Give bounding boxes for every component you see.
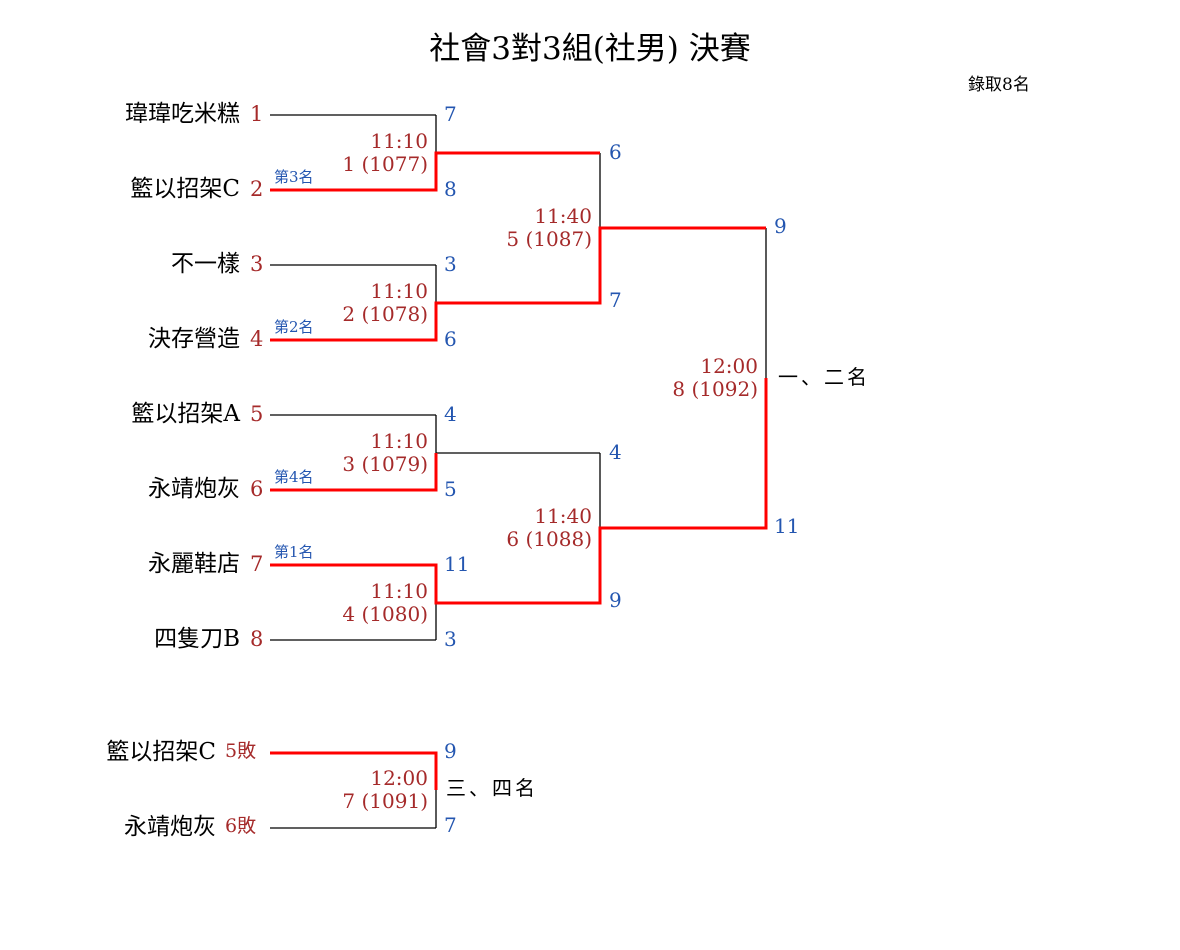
team-name: 籃以招架A: [131, 401, 240, 427]
team-name: 瑋瑋吃米糕: [125, 101, 240, 127]
team-name: 永靖炮灰: [148, 476, 240, 502]
match-id: 3 (1079): [342, 452, 428, 476]
score: 3: [444, 627, 457, 651]
team-seed: 6敗: [225, 815, 257, 837]
win-line-m4: [270, 378, 768, 605]
team-seed: 6: [250, 477, 264, 501]
win-line-m3: [270, 453, 438, 492]
score: 9: [444, 739, 457, 763]
team-seed: 7: [250, 552, 264, 576]
score: 5: [444, 477, 457, 501]
team-name: 不一樣: [171, 251, 240, 277]
score: 11: [444, 552, 470, 576]
team-seed: 5: [250, 402, 264, 426]
score: 11: [774, 514, 800, 538]
win-line-m1: [270, 151, 600, 192]
match-time: 11:10: [370, 129, 428, 153]
win-line-3rd: [270, 751, 438, 790]
page-title: 社會3對3組(社男) 決賽: [429, 31, 751, 67]
team-name: 四隻刀B: [154, 626, 240, 652]
match-id: 2 (1078): [342, 302, 428, 326]
score: 9: [774, 214, 787, 238]
qualify-note: 錄取8名: [968, 75, 1030, 95]
final-place-label: 一、二名: [778, 365, 870, 389]
third-place-label: 三、四名: [446, 776, 538, 800]
team-name: 籃以招架C: [106, 739, 216, 765]
score: 4: [444, 402, 457, 426]
match-time: 12:00: [370, 766, 428, 790]
team-name: 籃以招架C: [130, 176, 240, 202]
team-seed: 1: [250, 102, 264, 126]
score: 7: [609, 288, 622, 312]
match-time: 11:40: [534, 504, 592, 528]
score: 7: [444, 813, 457, 837]
score: 7: [444, 102, 457, 126]
score: 6: [609, 140, 622, 164]
match-id: 5 (1087): [506, 227, 592, 251]
match-time: 11:10: [370, 279, 428, 303]
score: 6: [444, 327, 457, 351]
win-line-m2: [270, 226, 766, 342]
match-time: 11:10: [370, 579, 428, 603]
score: 8: [444, 177, 457, 201]
team-name: 永麗鞋店: [148, 551, 240, 577]
score: 9: [609, 588, 622, 612]
match-time: 11:10: [370, 429, 428, 453]
match-id: 8 (1092): [672, 377, 758, 401]
score: 4: [609, 440, 622, 464]
team-seed: 4: [250, 327, 264, 351]
team-seed: 2: [250, 177, 264, 201]
team-name: 決存營造: [148, 326, 240, 352]
rank-tag: 第2名: [274, 318, 314, 336]
rank-tag: 第4名: [274, 468, 314, 486]
match-time: 11:40: [534, 204, 592, 228]
score: 3: [444, 252, 457, 276]
team-seed: 5敗: [225, 740, 257, 762]
match-time: 12:00: [700, 354, 758, 378]
match-id: 7 (1091): [342, 789, 428, 813]
match-id: 6 (1088): [506, 527, 592, 551]
rank-tag: 第1名: [274, 543, 314, 561]
team-seed: 8: [250, 627, 264, 651]
team-name: 永靖炮灰: [124, 814, 216, 840]
rank-tag: 第3名: [274, 168, 314, 186]
match-id: 4 (1080): [342, 602, 428, 626]
match-id: 1 (1077): [342, 152, 428, 176]
team-seed: 3: [250, 252, 264, 276]
